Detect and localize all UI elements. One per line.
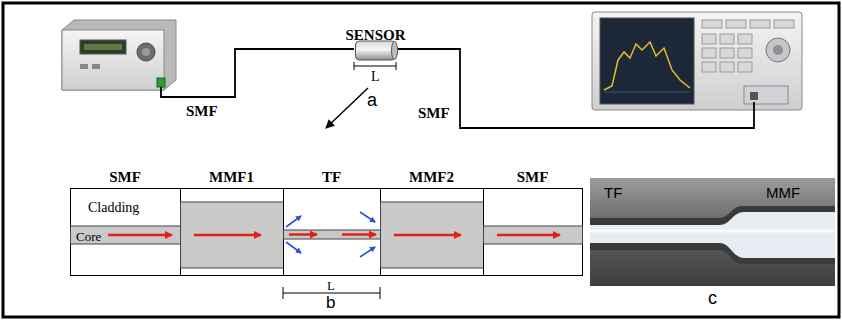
label-slot: L — [371, 67, 380, 85]
dimension-line — [354, 62, 396, 70]
label-slot: SMF — [418, 104, 450, 122]
fiber-label: SMF — [418, 105, 450, 121]
label-slot: SMF — [186, 102, 218, 120]
callout-letter: c — [708, 288, 717, 308]
text-slot: TF — [283, 168, 380, 186]
smf-wire — [161, 49, 354, 97]
frame — [3, 3, 839, 317]
section-name: TF — [322, 169, 341, 185]
section-name: MMF1 — [209, 169, 254, 185]
spectrum-analyzer — [592, 12, 802, 110]
light-source — [62, 20, 176, 90]
micrograph: TF MMF — [590, 178, 835, 286]
mmf-section: MMF2 — [380, 168, 483, 276]
label-slot: c — [708, 288, 717, 309]
cladding-label: Cladding — [88, 200, 139, 215]
text-slot: SENSOR — [342, 26, 409, 44]
text-slot: Core — [76, 227, 101, 245]
section-name: MMF2 — [409, 169, 454, 185]
sensor-label: SENSOR — [345, 27, 405, 43]
core-label: Core — [76, 229, 101, 244]
callout-letter: b — [326, 293, 335, 312]
mmf-section: MMF1 — [180, 168, 283, 276]
sensor-housing: SENSOR — [342, 26, 409, 64]
text-slot: SMF — [483, 168, 582, 186]
text-slot: MMF — [766, 184, 800, 202]
section-name: SMF — [517, 169, 549, 185]
tapered-fiber-section: TF — [283, 168, 380, 276]
text-slot: SMF — [70, 168, 180, 186]
callout-letter: a — [367, 90, 377, 110]
text-slot: Cladding — [88, 198, 139, 216]
dimension-label: L — [371, 69, 380, 84]
smf-section: SMF CladdingCore — [70, 168, 180, 276]
smf-section: SMF — [483, 168, 582, 276]
callout-arrow — [326, 88, 368, 128]
text-slot: MMF1 — [180, 168, 283, 186]
label-slot: a — [367, 90, 377, 111]
dimension-label: L — [327, 278, 335, 293]
label-slot: L — [327, 276, 335, 294]
photo-label: TF — [604, 184, 622, 201]
label-slot: b — [326, 293, 335, 313]
fiber-label: SMF — [186, 103, 218, 119]
text-slot: TF — [604, 184, 622, 202]
smf-wire — [396, 49, 754, 128]
text-slot: MMF2 — [380, 168, 483, 186]
section-name: SMF — [109, 169, 141, 185]
photo-label: MMF — [766, 184, 800, 201]
